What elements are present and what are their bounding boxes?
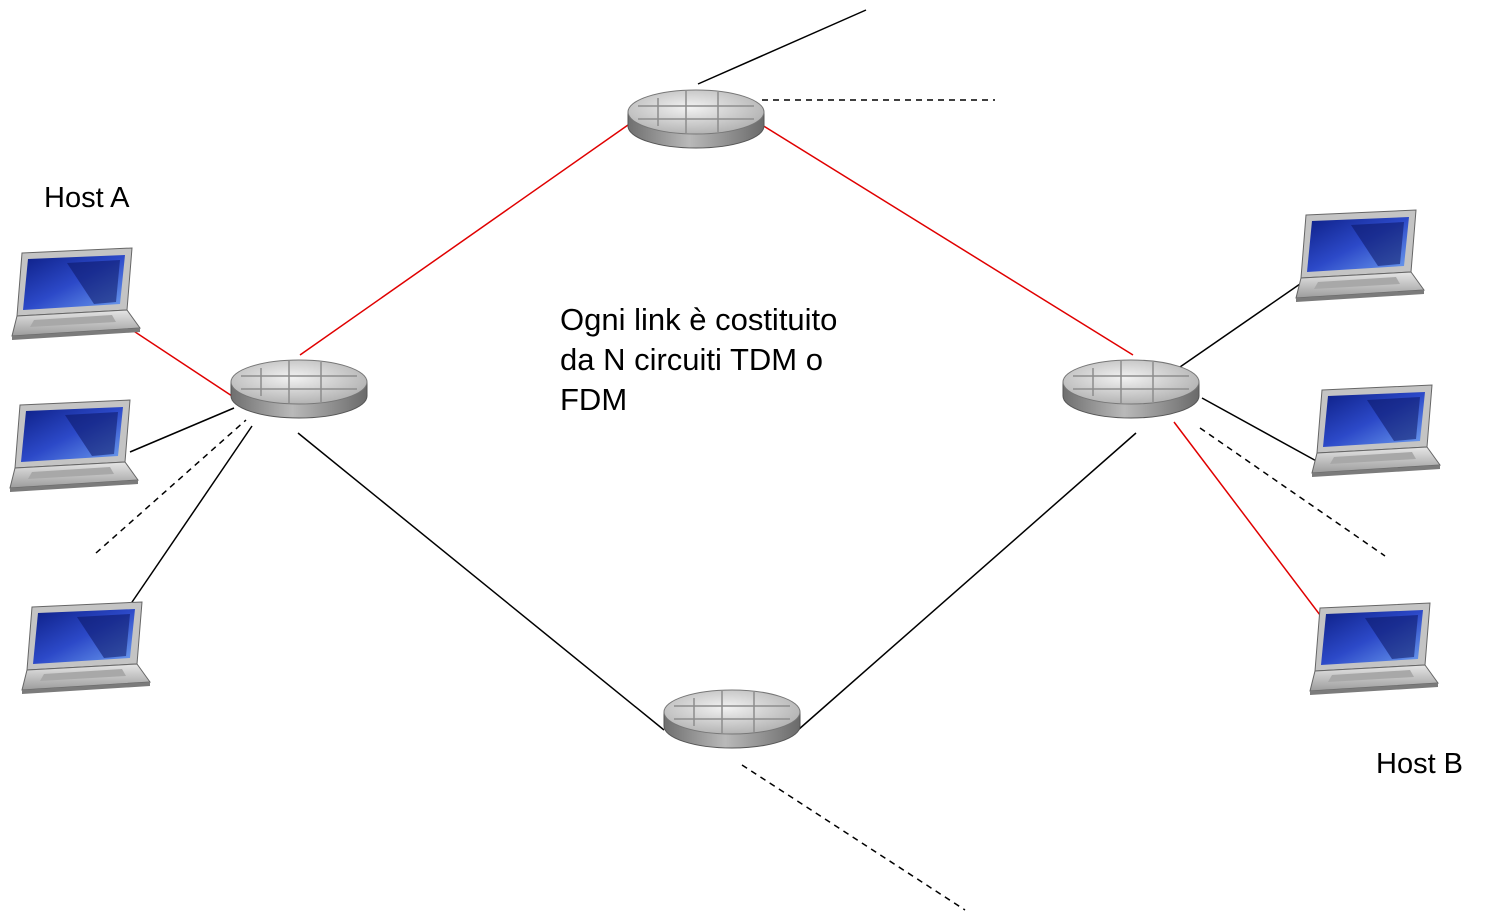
laptop-icon [21,601,151,695]
link-router-left-to-router-top [299,124,629,356]
link-description-note: Ogni link è costituito da N circuiti TDM… [560,300,920,420]
laptop-icon [1295,209,1425,303]
note-line-3: FDM [560,382,628,417]
link-router-bottom-dashed [741,764,966,911]
link-router-left-dashed [95,419,247,554]
link-laptop-left-3-to-router-left [127,425,253,609]
laptop-icon [9,399,139,493]
note-line-2: da N circuiti TDM o [560,342,823,377]
link-router-bottom-to-router-right [797,432,1137,731]
link-router-right-to-host-b [1173,421,1349,653]
laptop-icon [11,247,141,341]
link-router-right-to-laptop-right-1 [1179,283,1301,368]
link-router-left-to-router-bottom [297,432,665,731]
link-laptop-left-2-to-router-left [129,407,235,453]
router-icon [663,689,801,749]
link-router-top-to-router-right [761,124,1134,356]
link-router-top-uplink [697,9,867,85]
link-router-right-to-laptop-right-2 [1201,397,1321,464]
laptop-icon [1309,602,1439,696]
note-line-1: Ogni link è costituito [560,302,838,337]
laptop-icon [1311,384,1441,478]
host-a-label: Host A [44,182,130,214]
router-icon [1062,359,1200,419]
link-router-right-dashed [1199,427,1386,557]
link-host-a-to-router-left [125,325,233,397]
host-b-label: Host B [1376,748,1464,780]
router-icon [230,359,368,419]
router-icon [627,89,765,149]
